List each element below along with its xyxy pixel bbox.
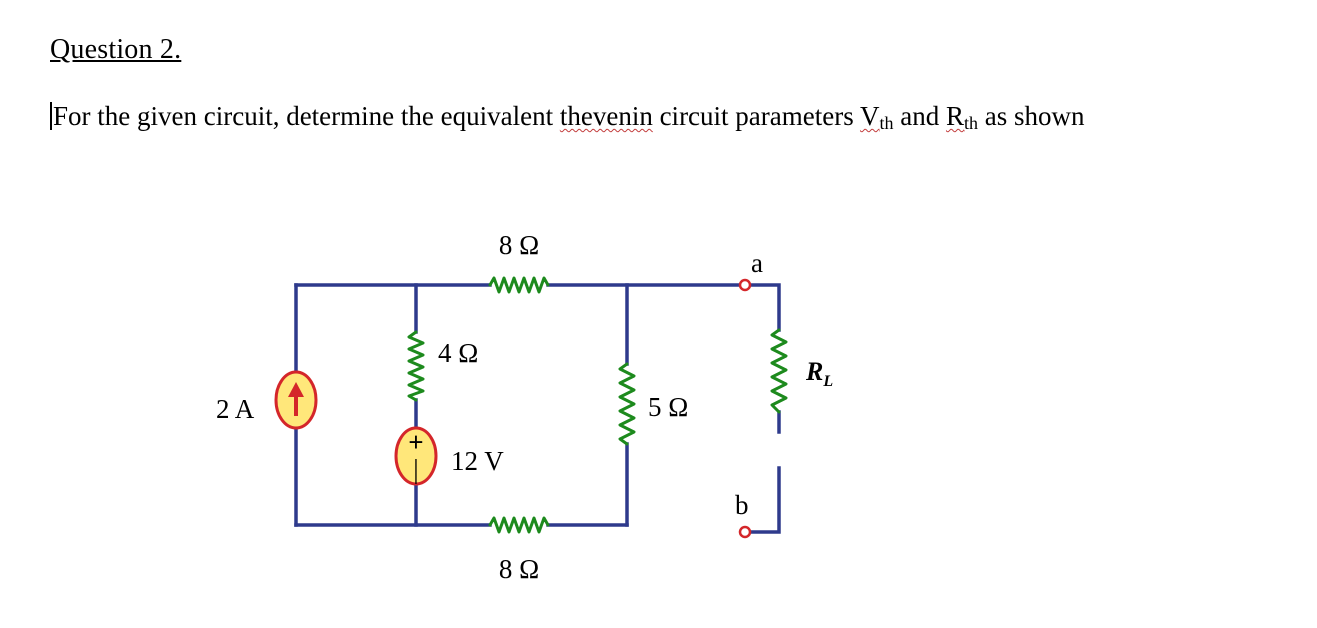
vth-symbol: Vth (859, 101, 894, 133)
plus-sign: + (408, 427, 423, 457)
question-prompt: For the given circuit, determine the equ… (50, 102, 1085, 132)
label-load-resistor: RL (805, 357, 833, 390)
resistor-left-4ohm (407, 330, 425, 402)
current-source-2a (274, 370, 318, 430)
vth-subscript: th (879, 113, 894, 133)
prompt-and: and (893, 101, 946, 131)
label-terminal-a: a (751, 248, 763, 278)
label-resistor-top: 8 Ω (499, 230, 539, 260)
resistor-load-rl (770, 328, 788, 414)
label-resistor-bottom: 8 Ω (499, 554, 539, 584)
minus-sign: | (413, 454, 418, 484)
terminal-b-node (738, 525, 752, 539)
rth-symbol: Rth (945, 101, 979, 133)
voltage-source-12v: + | (394, 426, 438, 486)
prompt-part1: For the given circuit, determine the equ… (53, 101, 560, 131)
question-title: Question 2. (50, 34, 182, 65)
label-voltage-source: 12 V (451, 446, 504, 476)
resistor-bottom-8ohm (488, 516, 550, 534)
prompt-part2: circuit parameters (652, 101, 860, 131)
resistor-top-8ohm (488, 276, 550, 294)
label-current-source: 2 A (216, 394, 255, 424)
prompt-thevenin: thevenin (559, 101, 653, 131)
label-resistor-middle: 5 Ω (648, 392, 688, 422)
resistor-middle-5ohm (618, 362, 636, 446)
load-main: R (805, 357, 823, 386)
prompt-end: as shown (978, 101, 1085, 131)
label-resistor-left: 4 Ω (438, 338, 478, 368)
circuit-wires (294, 283, 781, 534)
rth-main: R (945, 101, 964, 131)
rth-subscript: th (964, 113, 979, 133)
text-cursor (50, 102, 52, 130)
label-terminal-b: b (735, 490, 749, 520)
vth-main: V (859, 101, 880, 131)
arrow-up-icon (288, 382, 304, 397)
load-sub: L (822, 373, 833, 390)
terminal-a-node (738, 278, 752, 292)
